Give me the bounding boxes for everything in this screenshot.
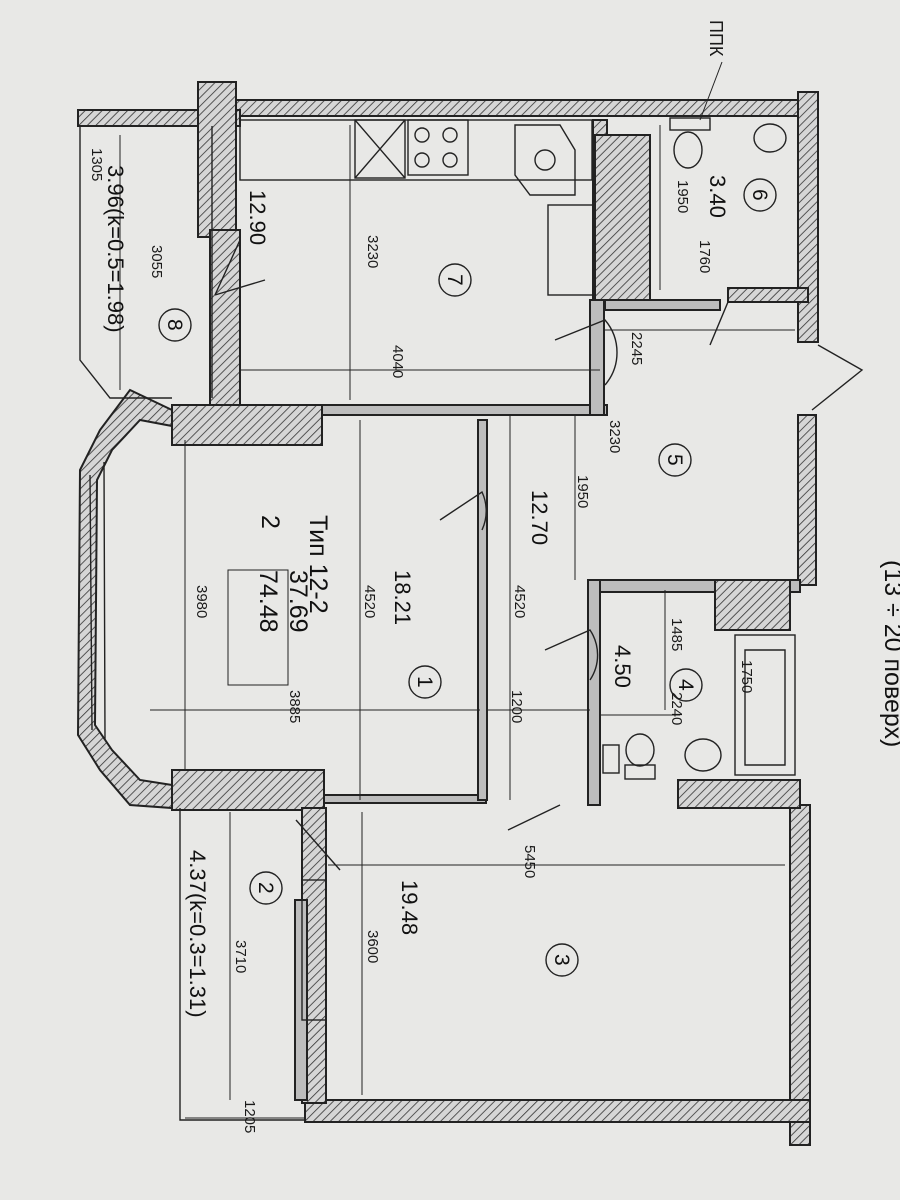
room-6-area: 3.40 [705,175,730,218]
living-area: 37.69 [284,570,312,633]
dim-1485: 1485 [668,618,685,651]
dim-1205: 1205 [241,1100,258,1133]
room-7-number: 7 [443,274,466,286]
room-3-area: 19.48 [397,880,422,935]
room-6-number: 6 [748,189,771,201]
dim-3885: 3885 [286,690,303,723]
dim-3230-hall: 3230 [606,420,623,453]
room-4-number: 4 [674,679,697,691]
dim-3600: 3600 [364,930,381,963]
dim-1200: 1200 [508,690,525,723]
type-label: Тип 12-2 [304,515,332,614]
room-8-area: 3.96(k=0.5=1.98) [103,165,128,333]
dim-3980: 3980 [193,585,210,618]
dim-3055: 3055 [148,245,165,278]
apartment-summary: Тип 12-2 2 37.69 74.48 [254,515,332,633]
bathroom-6-fixtures [669,117,787,169]
kitchen-fixtures [239,119,651,301]
dim-4040: 4040 [389,345,406,378]
dim-1760: 1760 [696,240,713,273]
balcony-2 [179,808,327,1121]
bay-window [76,388,173,810]
room-2-number: 2 [254,882,277,894]
room-8-number: 8 [163,319,186,331]
room-4-area: 4.50 [610,645,635,688]
rooms-count: 2 [256,515,284,529]
dim-3230-kitchen: 3230 [364,235,381,268]
room-1-area: 18.21 [390,570,415,625]
dim-1305: 1305 [88,148,105,181]
dimension-lines [119,125,795,1119]
room-2-area: 4.37(k=0.3=1.31) [185,850,210,1018]
ppk-text: ППК [706,20,726,57]
dim-4520-hall: 4520 [511,585,528,618]
room-7-area: 12.90 [245,190,270,245]
dim-1750: 1750 [738,660,755,693]
dim-1950-hall: 1950 [574,475,591,508]
loggia-8 [79,126,213,399]
ppk-label: ППК [706,20,726,57]
total-area: 74.48 [254,570,282,633]
doors [214,239,864,871]
dim-3710: 3710 [232,940,249,973]
dim-1950-bath: 1950 [674,180,691,213]
dim-4520-room: 4520 [361,585,378,618]
bathroom-4-fixtures [602,579,796,780]
room-5-number: 5 [663,454,686,466]
dim-5450: 5450 [521,845,538,878]
dim-2245: 2245 [628,332,645,365]
room-1-number: 1 [413,676,436,688]
room-5-area: 12.70 [527,490,552,545]
floors-note-text: (13 ÷ 20 поверх) [879,560,900,747]
floors-note: (13 ÷ 20 поверх) [879,560,900,747]
dim-2240: 2240 [668,692,685,725]
room-3-number: 3 [550,954,573,966]
